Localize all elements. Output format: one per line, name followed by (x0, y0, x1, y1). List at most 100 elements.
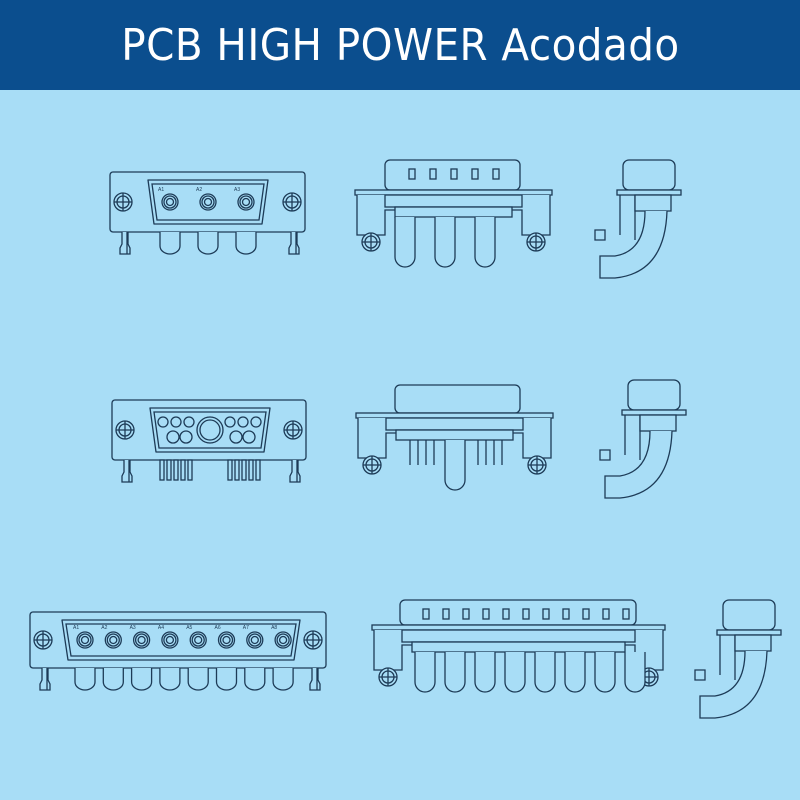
signal-pin (241, 459, 247, 481)
contact-tail (244, 668, 266, 691)
contact-label: A1 (158, 187, 164, 193)
crosshair (304, 631, 322, 649)
contact-tube (474, 652, 496, 693)
contact-label: A2 (101, 625, 107, 631)
contact-label: A6 (215, 625, 221, 631)
insulator (634, 194, 672, 212)
contact-label: A7 (243, 625, 249, 631)
row3-side-view (371, 599, 666, 693)
signal-contact (250, 416, 262, 428)
contact (191, 633, 205, 647)
contact-label: A2 (196, 187, 202, 193)
board-lock (694, 669, 706, 681)
contact (189, 631, 207, 649)
contact (278, 635, 288, 645)
signal-pin (248, 459, 254, 481)
signal-contact (229, 430, 243, 444)
signal-contact (179, 430, 193, 444)
contact-tail (272, 668, 294, 691)
contact-tube (564, 652, 586, 693)
board-lock (121, 460, 133, 483)
contact-tail (74, 668, 96, 691)
crosshair (116, 421, 134, 439)
flange (716, 629, 782, 636)
signal-contact (166, 430, 180, 444)
contact (274, 631, 292, 649)
contact (219, 633, 234, 647)
plug-body (722, 599, 776, 631)
flange (616, 189, 682, 196)
signal-pin (166, 459, 172, 481)
signal-pin (255, 459, 261, 481)
signal-contact (170, 416, 182, 428)
slot (542, 608, 550, 620)
shell-inner (153, 411, 267, 449)
contact-label: A3 (234, 187, 240, 193)
contact-tail (159, 232, 181, 255)
contact (165, 197, 175, 207)
contact (250, 635, 259, 645)
row1-side-view (354, 159, 553, 268)
contact-tail (197, 232, 219, 255)
row3-profile-view (694, 599, 782, 719)
contact (80, 635, 90, 645)
contact-label: A5 (186, 625, 192, 631)
slot (422, 608, 430, 620)
contact (217, 631, 236, 649)
power-contact-inner (199, 419, 221, 441)
slot (492, 168, 500, 180)
shell-outline (149, 407, 271, 453)
signal-pin (227, 459, 233, 481)
contact (104, 631, 122, 649)
insulator (639, 414, 677, 432)
signal-pin (159, 459, 165, 481)
contact (194, 635, 203, 645)
insulator-lower (395, 429, 514, 441)
shell-body (111, 399, 307, 461)
contact-tube (534, 652, 556, 693)
contact-tube (444, 652, 466, 693)
bent-contact (599, 210, 668, 279)
contact-tube (504, 652, 526, 693)
contact (78, 633, 92, 647)
signal-contact (237, 416, 249, 428)
plug-body (384, 159, 521, 191)
plug-body (627, 379, 681, 411)
plug-body (394, 384, 521, 414)
contact-tube (594, 652, 616, 693)
shell-outline (61, 619, 301, 661)
contact (199, 193, 217, 211)
slot (429, 168, 437, 180)
contact-tube (624, 652, 646, 693)
bracket (719, 635, 736, 680)
contact-tail (130, 668, 153, 691)
contact (276, 633, 290, 647)
slot (471, 168, 479, 180)
contact-tail (187, 668, 209, 691)
contact (163, 633, 177, 647)
contact (165, 635, 175, 645)
slot (522, 608, 530, 620)
contact (137, 635, 146, 645)
page-title: PCB HIGH POWER Acodado (120, 19, 680, 71)
slot (462, 608, 470, 620)
slot (562, 608, 570, 620)
contact-tube (474, 217, 496, 268)
crosshair (528, 456, 546, 474)
slot (482, 608, 490, 620)
slot (582, 608, 590, 620)
contact (161, 631, 179, 649)
bracket (624, 415, 641, 460)
power-contact (196, 416, 224, 444)
crosshair (34, 631, 52, 649)
contact-tube (394, 217, 416, 268)
contact-tail (235, 232, 257, 255)
contact-tube (444, 440, 466, 491)
contact (203, 197, 213, 207)
contact (161, 193, 179, 211)
insulator (734, 634, 772, 652)
title-banner: PCB HIGH POWER Acodado (0, 0, 800, 90)
contact-label: A4 (158, 625, 164, 631)
crosshair (527, 233, 545, 251)
